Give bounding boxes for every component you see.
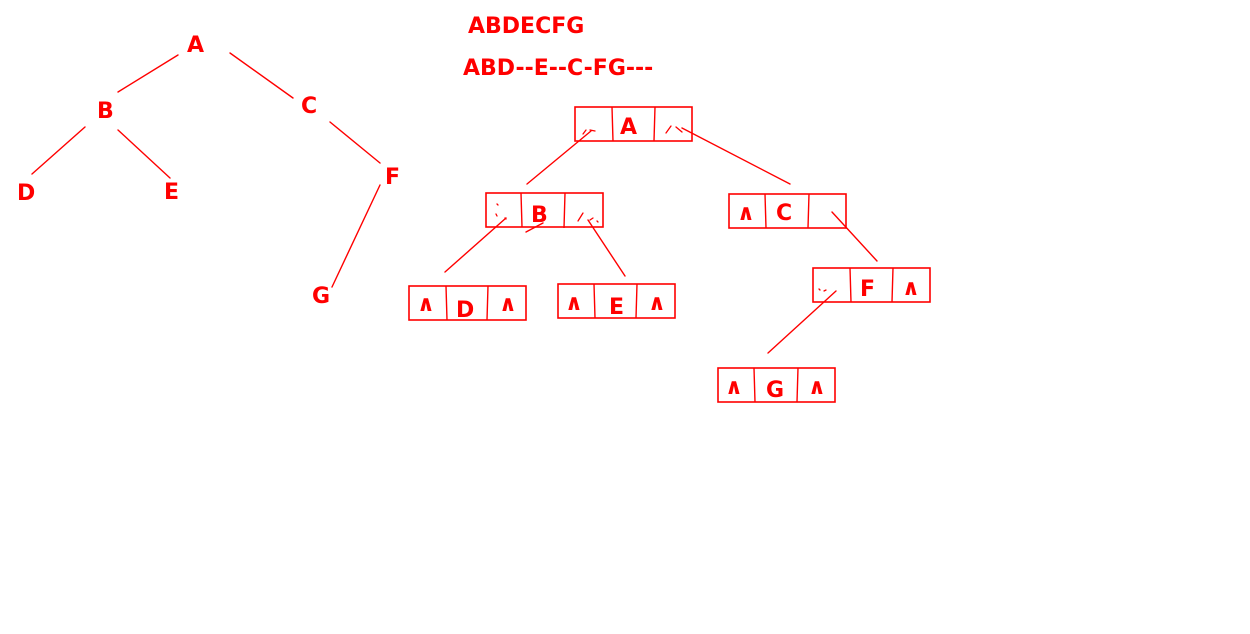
pointer-f-g [767, 290, 837, 354]
pointer-c-f [831, 211, 878, 262]
linked-node-a: A [574, 106, 693, 142]
linked-node-label: E [609, 295, 624, 320]
tree-edge-c-f [329, 121, 381, 164]
tree-edge-a-b [117, 54, 179, 93]
tree-node-g: G [312, 284, 330, 309]
linked-node-label: B [531, 203, 548, 228]
tree-edge-b-d [31, 126, 86, 175]
linked-binary-tree: A B ∧ C ∧ D ∧ [408, 106, 931, 403]
linked-node-g: ∧ G ∧ [717, 367, 836, 403]
tree-edge-a-c [229, 52, 294, 99]
null-pointer-icon: ∧ [902, 276, 920, 301]
null-pointer-icon: ∧ [737, 201, 755, 226]
null-pointer-icon: ∧ [648, 291, 666, 316]
linked-node-label: F [860, 277, 875, 302]
tree-edge-b-e [117, 129, 171, 179]
pointer-b-mark [525, 222, 544, 233]
linked-node-c: ∧ C [728, 193, 847, 229]
linked-node-label: A [620, 115, 637, 140]
linked-node-b: B [485, 192, 604, 229]
pointer-b-d [444, 217, 507, 273]
null-pointer-icon: ∧ [565, 291, 583, 316]
linked-node-label: D [456, 298, 474, 323]
pointer-mark [665, 125, 683, 134]
tree-node-b: B [97, 99, 114, 124]
null-pointer-icon: ∧ [725, 375, 743, 400]
linked-node-e: ∧ E ∧ [557, 283, 676, 320]
null-pointer-icon: ∧ [808, 375, 826, 400]
tree-node-f: F [385, 165, 400, 190]
pointer-a-b [526, 130, 592, 185]
null-pointer-icon: ∧ [499, 292, 517, 317]
null-pointer-icon: ∧ [417, 292, 435, 317]
pointer-mark [495, 203, 507, 220]
pointer-a-c [681, 127, 791, 185]
tree-node-c: C [301, 94, 317, 119]
linked-node-label: C [776, 201, 792, 226]
pointer-mark [818, 288, 827, 292]
preorder-sequence: ABDECFG [468, 14, 584, 39]
tree-node-e: E [164, 180, 179, 205]
tree-edge-f-g [331, 184, 381, 288]
linked-node-label: G [766, 378, 784, 403]
tree-node-d: D [17, 181, 35, 206]
pointer-mark [577, 212, 599, 223]
linked-node-f: F ∧ [812, 267, 931, 303]
pointer-b-e [587, 219, 626, 277]
linked-node-d: ∧ D ∧ [408, 285, 527, 323]
pointer-mark [582, 129, 596, 135]
extended-preorder-sequence: ABD--E--C-FG--- [463, 56, 653, 81]
plain-binary-tree: A B C D E F G [17, 33, 400, 309]
tree-node-a: A [187, 33, 204, 58]
